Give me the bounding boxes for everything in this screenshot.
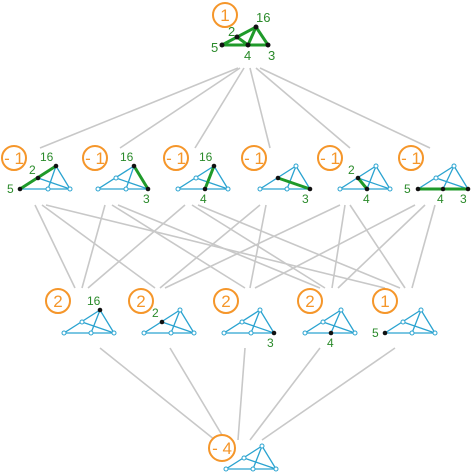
edges-top-to-row1	[39, 67, 431, 149]
vertex-label: 16	[87, 294, 101, 308]
vertex-label: 16	[256, 10, 270, 25]
node-r1-2: - 1 16 4	[163, 145, 231, 206]
vertex-label: 3	[267, 336, 274, 350]
vertex-label: 3	[302, 192, 309, 206]
coefficient-label: 2	[53, 292, 62, 311]
vertex-label: 3	[460, 192, 467, 206]
coefficient-label: - 1	[401, 149, 421, 168]
node-r1-5: - 1 5 4 3	[398, 145, 471, 206]
triangle-graph	[17, 163, 73, 192]
vertex-label: 5	[404, 182, 411, 196]
node-r1-4: - 1 2 4	[317, 145, 393, 206]
triangle-graph	[141, 307, 197, 336]
vertex-label: 3	[143, 192, 150, 206]
node-r1-1: - 1 16 3	[82, 145, 151, 206]
coefficient-label: 1	[380, 292, 389, 311]
coefficient-label: - 1	[85, 149, 105, 168]
node-r1-0: - 1 16 2 5	[1, 145, 73, 196]
node-r1-3: - 1 3	[241, 145, 313, 206]
vertex-label: 4	[200, 192, 207, 206]
coefficient-label: - 1	[166, 149, 186, 168]
coefficient-circle	[212, 2, 238, 28]
coefficient-label: - 1	[244, 149, 264, 168]
node-r2-3: 2 4	[297, 288, 358, 350]
coefficient-label: - 1	[320, 149, 340, 168]
vertex-label: 4	[437, 192, 444, 206]
vertex-label: 16	[199, 150, 213, 164]
node-r2-1: 2 2	[128, 288, 197, 336]
vertex-label: 2	[348, 163, 355, 177]
vertex-label: 2	[228, 24, 235, 39]
node-bottom: - 4	[208, 434, 279, 472]
node-r2-0: 2 16	[45, 288, 117, 336]
vertex-label: 4	[363, 192, 370, 206]
vertex-label: 4	[327, 336, 334, 350]
triangle-graph	[61, 307, 117, 336]
coefficient-label: - 1	[4, 149, 24, 168]
triangle-graph	[175, 163, 231, 192]
triangle-graph	[219, 24, 271, 48]
coefficient-label: - 4	[212, 439, 232, 458]
triangle-graph	[221, 307, 277, 336]
triangle-graph	[95, 163, 151, 192]
vertex-label: 3	[268, 48, 275, 63]
triangle-graph	[415, 163, 471, 192]
triangle-graph	[257, 163, 313, 192]
triangle-graph	[337, 163, 393, 192]
vertex-label: 5	[7, 182, 14, 196]
triangle-graph	[302, 307, 358, 336]
edges-row1-to-row2	[34, 204, 436, 289]
edges-row2-to-bottom	[99, 347, 396, 441]
triangle-graph	[223, 443, 279, 472]
vertex-label: 5	[372, 326, 379, 340]
vertex-label: 2	[152, 306, 159, 320]
coefficient-label: 2	[305, 292, 314, 311]
triangle-graph	[382, 307, 438, 336]
node-r2-2: 2 3	[213, 288, 277, 350]
coefficient-label: 2	[221, 292, 230, 311]
vertex-label: 5	[211, 40, 218, 55]
vertex-label: 16	[40, 150, 54, 164]
vertex-label: 16	[120, 150, 134, 164]
node-top: 1 16 2 5 4 3	[211, 2, 275, 63]
vertex-label: 2	[29, 163, 36, 177]
coefficient-label: 2	[136, 292, 145, 311]
vertex-label: 4	[244, 48, 251, 63]
coefficient-label: 1	[220, 6, 229, 25]
node-r2-4: 1 5	[372, 288, 438, 340]
